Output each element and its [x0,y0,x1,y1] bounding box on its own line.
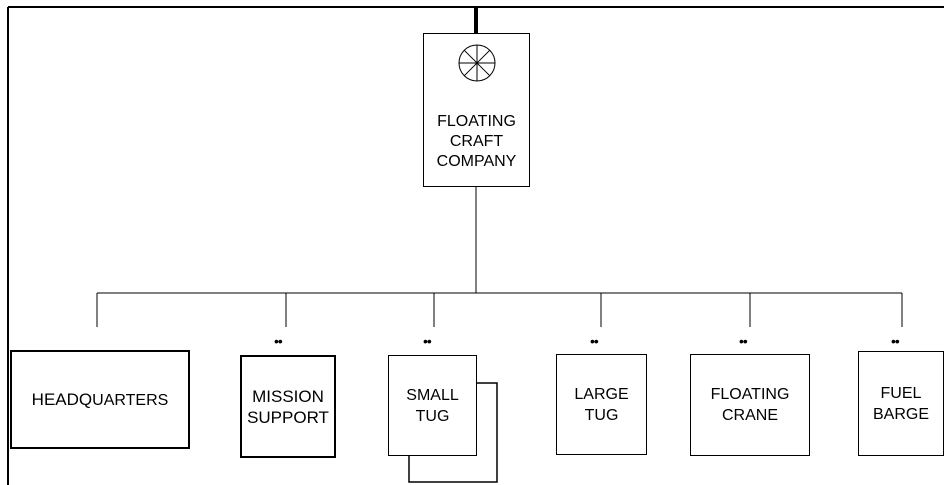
unit-dots-small-tug: •• [423,333,432,349]
unit-dots-floating-crane: •• [739,333,748,349]
unit-box-small-tug: SMALL TUG [388,355,477,456]
ship-wheel-icon [458,44,495,82]
parent-line-3: COMPANY [436,153,517,170]
unit-label-small-tug: SMALL TUG [406,386,459,425]
unit-box-fuel-barge: FUEL BARGE [858,351,944,456]
parent-line-2: CRAFT [449,133,504,150]
unit-dots-fuel-barge: •• [891,333,900,349]
unit-box-large-tug: LARGE TUG [556,354,647,455]
unit-dots-large-tug: •• [590,333,599,349]
unit-dots-mission-support: •• [274,333,283,349]
unit-label-fuel-barge: FUEL BARGE [872,384,929,423]
parent-line-1: FLOATING [437,113,516,130]
unit-label-large-tug: LARGE TUG [574,385,629,424]
parent-unit-box: FLOATING CRAFT COMPANY [423,33,530,187]
unit-label-mission-support: MISSION SUPPORT [247,386,329,427]
parent-unit-label: FLOATING CRAFT COMPANY [437,112,517,172]
unit-box-headquarters: HEADQUARTERS [10,350,190,449]
unit-box-mission-support: MISSION SUPPORT [240,355,336,458]
unit-label-headquarters: HEADQUARTERS [31,389,169,409]
unit-box-floating-crane: FLOATING CRANE [690,354,810,456]
unit-label-floating-crane: FLOATING CRANE [710,386,790,424]
